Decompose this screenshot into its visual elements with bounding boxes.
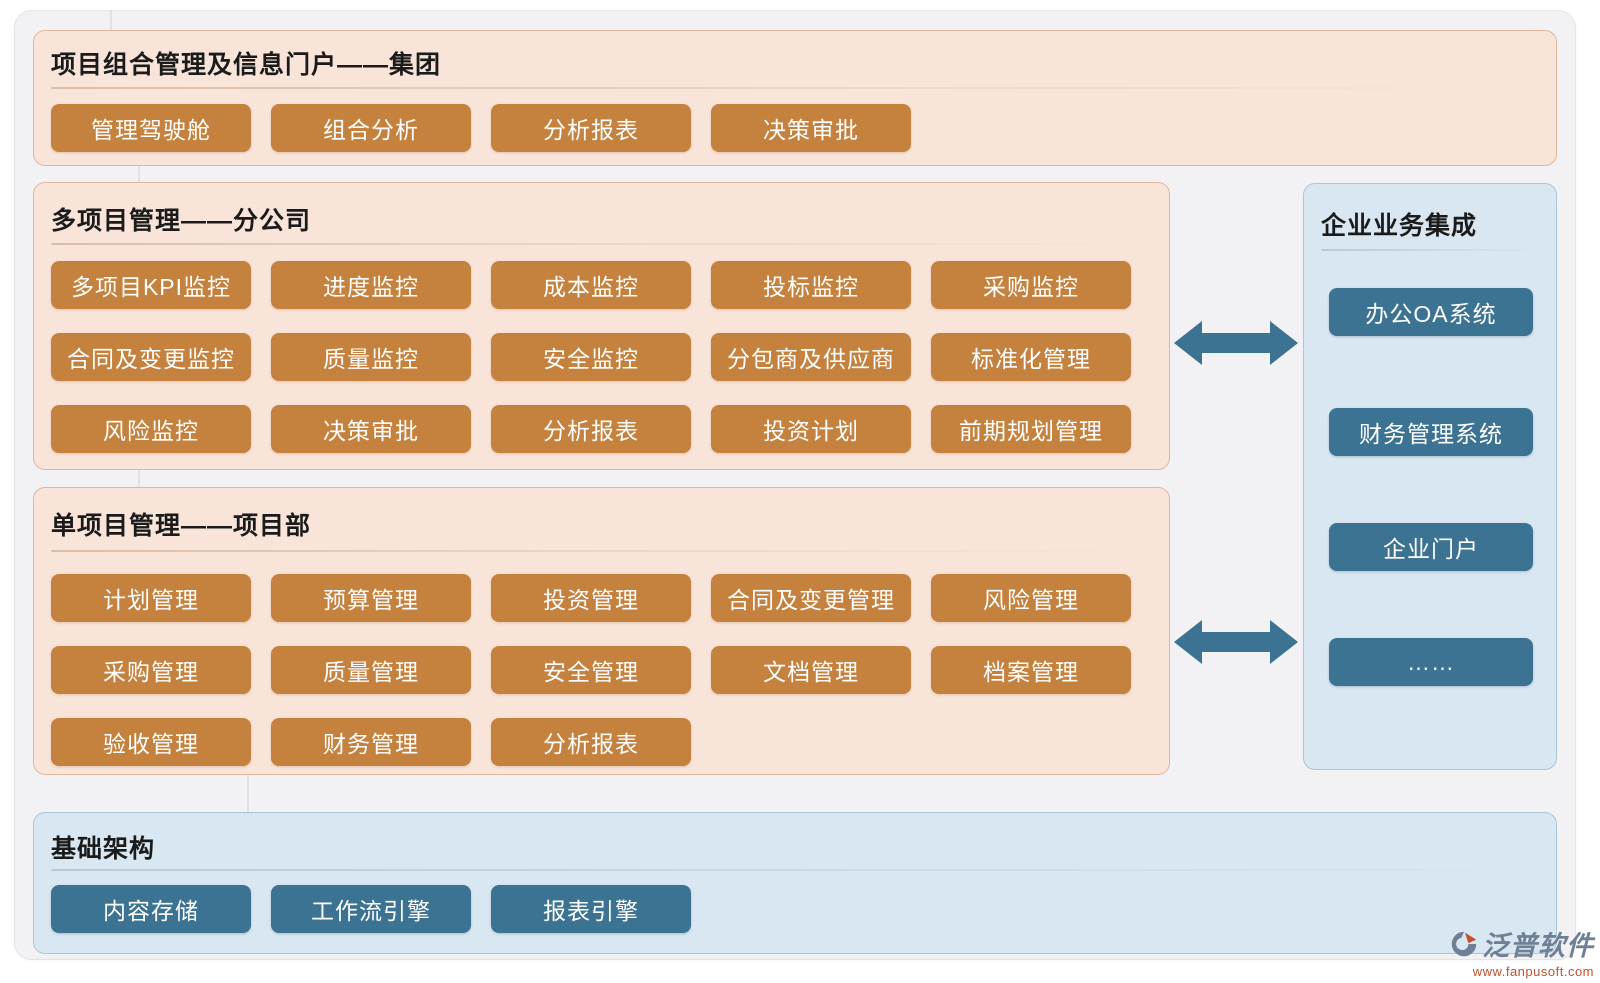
btn-archive-mgmt[interactable]: 档案管理	[931, 646, 1131, 694]
connector-line	[138, 470, 140, 488]
btn-kpi-monitor[interactable]: 多项目KPI监控	[51, 261, 251, 309]
btn-analysis-report-single[interactable]: 分析报表	[491, 718, 691, 766]
btn-procurement-mgmt[interactable]: 采购管理	[51, 646, 251, 694]
connector-line	[110, 10, 112, 31]
btn-contract-change-monitor[interactable]: 合同及变更监控	[51, 333, 251, 381]
btn-progress-monitor[interactable]: 进度监控	[271, 261, 471, 309]
btn-acceptance-mgmt[interactable]: 验收管理	[51, 718, 251, 766]
btn-investment-plan[interactable]: 投资计划	[711, 405, 911, 453]
btn-contract-change-mgmt[interactable]: 合同及变更管理	[711, 574, 911, 622]
section-multi-project-title: 多项目管理——分公司	[51, 207, 312, 235]
section-divider	[51, 869, 1539, 871]
btn-oa-system[interactable]: 办公OA系统	[1329, 288, 1533, 336]
btn-budget-mgmt[interactable]: 预算管理	[271, 574, 471, 622]
section-single-project: 单项目管理——项目部 计划管理 预算管理 投资管理 合同及变更管理 风险管理 采…	[33, 487, 1170, 775]
section-single-project-title: 单项目管理——项目部	[51, 512, 312, 540]
btn-more-systems[interactable]: ……	[1329, 638, 1533, 686]
btn-content-storage[interactable]: 内容存储	[51, 885, 251, 933]
connector-line	[247, 775, 249, 813]
btn-plan-mgmt[interactable]: 计划管理	[51, 574, 251, 622]
btn-risk-monitor[interactable]: 风险监控	[51, 405, 251, 453]
section-portfolio-title: 项目组合管理及信息门户——集团	[51, 51, 442, 79]
section-divider	[1321, 249, 1539, 251]
watermark-url: www.fanpusoft.com	[1472, 964, 1594, 979]
btn-portfolio-analysis[interactable]: 组合分析	[271, 104, 471, 152]
btn-analysis-report[interactable]: 分析报表	[491, 104, 691, 152]
section-integration: 企业业务集成 办公OA系统 财务管理系统 企业门户 ……	[1303, 183, 1557, 770]
btn-subcontractor-supplier[interactable]: 分包商及供应商	[711, 333, 911, 381]
btn-workflow-engine[interactable]: 工作流引擎	[271, 885, 471, 933]
section-infrastructure-title: 基础架构	[51, 835, 156, 863]
btn-risk-mgmt[interactable]: 风险管理	[931, 574, 1131, 622]
watermark-brand: 泛普软件	[1482, 931, 1594, 961]
section-integration-title: 企业业务集成	[1321, 212, 1478, 240]
section-divider	[51, 87, 1539, 89]
btn-enterprise-portal[interactable]: 企业门户	[1329, 523, 1533, 571]
btn-bid-monitor[interactable]: 投标监控	[711, 261, 911, 309]
double-arrow-icon	[1174, 620, 1298, 664]
btn-procurement-monitor[interactable]: 采购监控	[931, 261, 1131, 309]
fanpu-logo-icon	[1451, 931, 1477, 956]
btn-document-mgmt[interactable]: 文档管理	[711, 646, 911, 694]
section-divider	[51, 243, 1152, 245]
btn-analysis-report-multi[interactable]: 分析报表	[491, 405, 691, 453]
double-arrow-icon	[1174, 321, 1298, 365]
btn-standardization-mgmt[interactable]: 标准化管理	[931, 333, 1131, 381]
btn-report-engine[interactable]: 报表引擎	[491, 885, 691, 933]
section-divider	[51, 550, 1152, 552]
btn-finance-system[interactable]: 财务管理系统	[1329, 408, 1533, 456]
btn-finance-mgmt[interactable]: 财务管理	[271, 718, 471, 766]
btn-investment-mgmt[interactable]: 投资管理	[491, 574, 691, 622]
btn-decision-approval-multi[interactable]: 决策审批	[271, 405, 471, 453]
watermark: 泛普软件 www.fanpusoft.com	[1451, 924, 1594, 979]
section-multi-project: 多项目管理——分公司 多项目KPI监控 进度监控 成本监控 投标监控 采购监控 …	[33, 182, 1170, 470]
btn-preplanning-mgmt[interactable]: 前期规划管理	[931, 405, 1131, 453]
btn-management-cockpit[interactable]: 管理驾驶舱	[51, 104, 251, 152]
btn-decision-approval[interactable]: 决策审批	[711, 104, 911, 152]
btn-quality-monitor[interactable]: 质量监控	[271, 333, 471, 381]
btn-safety-mgmt[interactable]: 安全管理	[491, 646, 691, 694]
section-infrastructure: 基础架构 内容存储 工作流引擎 报表引擎	[33, 812, 1557, 954]
connector-line	[138, 166, 140, 183]
btn-safety-monitor[interactable]: 安全监控	[491, 333, 691, 381]
btn-quality-mgmt[interactable]: 质量管理	[271, 646, 471, 694]
section-portfolio: 项目组合管理及信息门户——集团 管理驾驶舱 组合分析 分析报表 决策审批	[33, 30, 1557, 166]
btn-cost-monitor[interactable]: 成本监控	[491, 261, 691, 309]
